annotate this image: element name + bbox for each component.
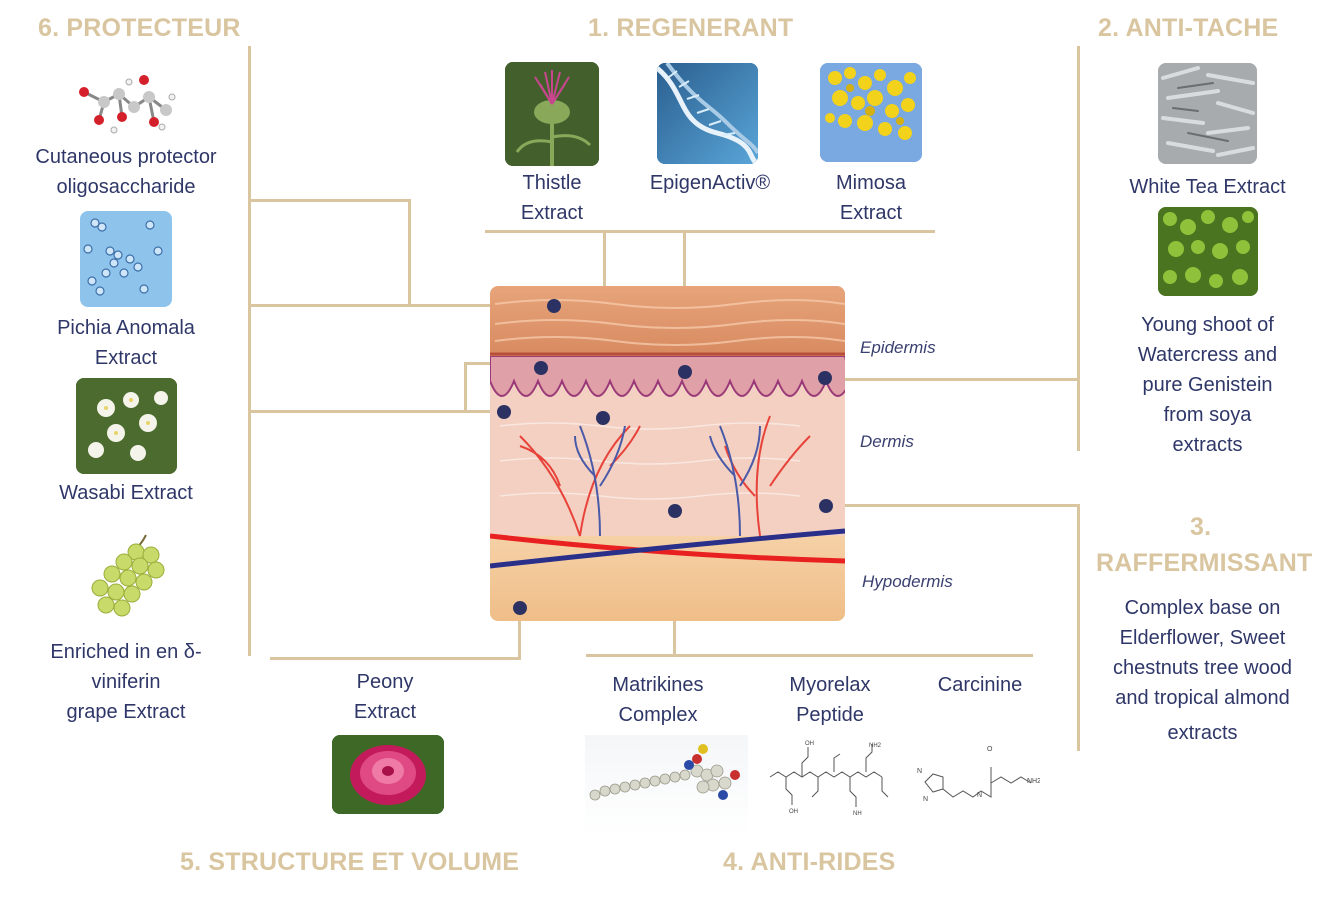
connector-line bbox=[843, 504, 1079, 507]
svg-text:OH: OH bbox=[805, 741, 814, 747]
label-elderflower-complex-extracts: extracts bbox=[1167, 722, 1238, 744]
thistle-icon bbox=[505, 62, 599, 166]
svg-text:N: N bbox=[977, 792, 982, 799]
heading-regenerant: 1. REGENERANT bbox=[588, 14, 794, 42]
label-grape-extract: Enriched in en δ- viniferin grape Extrac… bbox=[50, 641, 202, 723]
watercress-icon bbox=[1158, 207, 1258, 296]
label-wasabi-extract: Wasabi Extract bbox=[59, 482, 193, 504]
svg-text:NH2: NH2 bbox=[869, 743, 882, 749]
connector-line bbox=[248, 304, 492, 307]
label-carcinine: Carcinine bbox=[937, 674, 1023, 696]
mimosa-icon bbox=[820, 63, 922, 162]
svg-text:N: N bbox=[923, 796, 928, 803]
heading-antirides: 4. ANTI-RIDES bbox=[723, 848, 896, 876]
wasabi-flower-icon bbox=[76, 378, 177, 474]
label-elderflower-complex: Complex base on Elderflower, Sweet chest… bbox=[1113, 597, 1292, 709]
label-epigenactiv: EpigenActiv® bbox=[649, 172, 771, 194]
grapes-icon bbox=[76, 530, 176, 620]
label-mimosa-extract: Mimosa Extract bbox=[835, 172, 906, 224]
heading-structure-volume: 5. STRUCTURE ET VOLUME bbox=[180, 848, 520, 876]
connector-antirides-horizontal bbox=[586, 654, 1033, 657]
label-matrikines-complex: Matrikines Complex bbox=[612, 674, 704, 726]
label-pichia-anomala: Pichia Anomala Extract bbox=[57, 317, 195, 369]
label-myorelax-peptide: Myorelax Peptide bbox=[789, 674, 871, 726]
connector-line bbox=[464, 362, 492, 365]
connector-line bbox=[248, 410, 494, 413]
connector-protecteur-vertical bbox=[248, 46, 251, 656]
heading-protecteur: 6. PROTECTEUR bbox=[38, 14, 241, 42]
layer-label-epidermis: Epidermis bbox=[860, 338, 936, 357]
connector-line bbox=[408, 199, 411, 304]
peony-icon bbox=[332, 735, 444, 814]
heading-raffermissant: RAFFERMISSANT bbox=[1096, 549, 1313, 577]
molecule-icon bbox=[74, 72, 180, 140]
connector-line bbox=[248, 199, 410, 202]
label-white-tea-extract: White Tea Extract bbox=[1129, 176, 1286, 198]
peptide-model-icon bbox=[585, 735, 748, 835]
label-thistle-extract: Thistle Extract bbox=[520, 172, 584, 224]
connector-raffermissant-vertical bbox=[1077, 504, 1080, 751]
layer-label-dermis: Dermis bbox=[860, 432, 914, 451]
svg-text:NH: NH bbox=[853, 811, 862, 817]
svg-text:O: O bbox=[987, 746, 993, 753]
dna-icon bbox=[657, 63, 758, 164]
label-peony-extract: Peony Extract bbox=[353, 671, 417, 723]
white-tea-icon bbox=[1158, 63, 1257, 164]
heading-antitache: 2. ANTI-TACHE bbox=[1098, 14, 1279, 42]
svg-text:OH: OH bbox=[789, 809, 798, 815]
label-cutaneous-protector: Cutaneous protector oligosaccharide bbox=[35, 146, 217, 198]
svg-text:NH2: NH2 bbox=[1027, 778, 1040, 785]
svg-text:N: N bbox=[917, 768, 922, 775]
carcinine-structure-icon: N N N O NH2 bbox=[915, 737, 1040, 817]
label-watercress-genistein: Young shoot of Watercress and pure Genis… bbox=[1137, 314, 1278, 456]
connector-line bbox=[518, 612, 521, 660]
connector-line bbox=[464, 362, 467, 412]
heading-raffermissant-number: 3. bbox=[1190, 513, 1212, 541]
connector-regenerant-horizontal bbox=[485, 230, 935, 233]
connector-structure-horizontal bbox=[270, 657, 520, 660]
connector-antitache-vertical bbox=[1077, 46, 1080, 451]
connector-line bbox=[843, 378, 1080, 381]
yeast-cells-icon bbox=[80, 211, 172, 307]
skin-cross-section bbox=[490, 286, 845, 621]
layer-label-hypodermis: Hypodermis bbox=[862, 572, 953, 591]
